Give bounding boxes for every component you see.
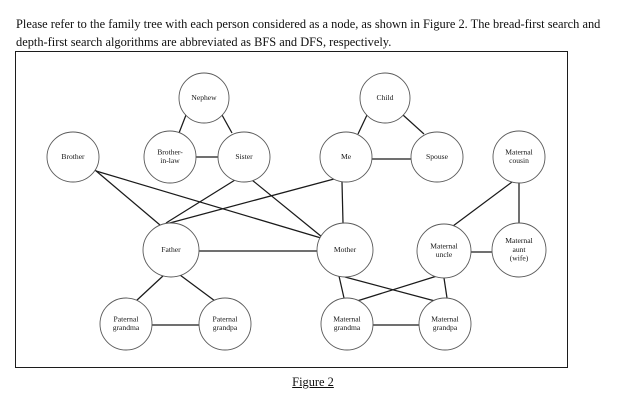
node-label-maternal-aunt: aunt [512, 245, 526, 254]
node-label-maternal-grandpa: Maternal [431, 314, 458, 323]
edge-sister-mother [251, 179, 323, 238]
node-shape-child [359, 72, 411, 124]
node-label-nephew: Nephew [191, 93, 217, 102]
figure-caption-text: Figure 2 [292, 375, 334, 389]
edge-brother-mother [95, 170, 322, 239]
node-sister[interactable]: Sister [217, 131, 271, 183]
node-shape-maternal-grandma [320, 297, 374, 351]
node-shape-brother [46, 131, 100, 183]
node-brother[interactable]: Brother [46, 131, 100, 183]
node-label-maternal-uncle: Maternal [430, 241, 457, 250]
node-mother[interactable]: Mother [316, 222, 374, 278]
edge-mother-maternal-grandpa [344, 276, 436, 302]
node-shape-sister [217, 131, 271, 183]
node-shape-paternal-grandpa [198, 297, 252, 351]
edge-sister-father [165, 179, 236, 224]
edge-child-me [357, 114, 368, 135]
node-label-child: Child [377, 93, 394, 102]
node-label-me: Me [341, 152, 352, 161]
edge-child-spouse [402, 114, 425, 135]
node-label-brother: Brother [61, 152, 85, 161]
node-shape-brother-in-law [143, 130, 197, 184]
node-label-brother-in-law: Brother- [157, 147, 183, 156]
node-label-paternal-grandma: Paternal [114, 314, 139, 323]
node-label-sister: Sister [235, 152, 253, 161]
node-shape-spouse [410, 131, 464, 183]
node-shape-me [319, 131, 373, 183]
edge-nephew-brother-in-law [178, 114, 187, 134]
node-father[interactable]: Father [142, 222, 200, 278]
node-label-paternal-grandpa: Paternal [213, 314, 238, 323]
node-shape-mother [316, 222, 374, 278]
node-shape-father [142, 222, 200, 278]
edge-mother-maternal-grandma [338, 275, 345, 299]
edge-brother-father [94, 169, 161, 226]
node-shape-paternal-grandma [99, 297, 153, 351]
node-label-maternal-grandma: Maternal [333, 314, 360, 323]
figure-caption: Figure 2 [0, 375, 626, 390]
edge-maternal-uncle-maternal-grandpa [443, 277, 448, 299]
node-shape-nephew [178, 72, 230, 124]
edge-layer [94, 114, 520, 326]
node-label-maternal-grandma: grandma [334, 323, 361, 332]
node-shape-maternal-aunt [491, 222, 547, 278]
edge-father-paternal-grandma [135, 274, 165, 302]
node-label-maternal-cousin: Maternal [505, 147, 532, 156]
edge-nephew-sister [221, 114, 233, 134]
node-label-maternal-grandpa: grandpa [433, 323, 458, 332]
edge-father-paternal-grandpa [179, 274, 216, 302]
node-label-maternal-aunt: (wife) [510, 253, 529, 262]
node-label-father: Father [161, 245, 181, 254]
node-label-maternal-cousin: cousin [509, 156, 529, 165]
node-spouse[interactable]: Spouse [410, 131, 464, 183]
node-label-paternal-grandpa: grandpa [213, 323, 238, 332]
edge-maternal-uncle-maternal-grandma [356, 275, 438, 302]
node-shape-maternal-grandpa [418, 297, 472, 351]
edge-me-mother [341, 181, 344, 224]
intro-paragraph: Please refer to the family tree with eac… [16, 17, 601, 49]
edge-me-father [165, 178, 335, 225]
node-label-spouse: Spouse [426, 152, 449, 161]
node-shape-maternal-cousin [492, 130, 546, 184]
node-label-maternal-uncle: uncle [436, 250, 453, 259]
node-label-paternal-grandma: grandma [113, 323, 140, 332]
node-me[interactable]: Me [319, 131, 373, 183]
node-child[interactable]: Child [359, 72, 411, 124]
node-nephew[interactable]: Nephew [178, 72, 230, 124]
node-label-mother: Mother [334, 245, 357, 254]
node-label-maternal-aunt: Maternal [505, 236, 532, 245]
node-shape-maternal-uncle [416, 223, 472, 279]
node-label-brother-in-law: in-law [160, 156, 180, 165]
node-brother-in-law[interactable]: Brother-in-law [143, 130, 197, 184]
edge-maternal-cousin-maternal-uncle [452, 181, 513, 227]
